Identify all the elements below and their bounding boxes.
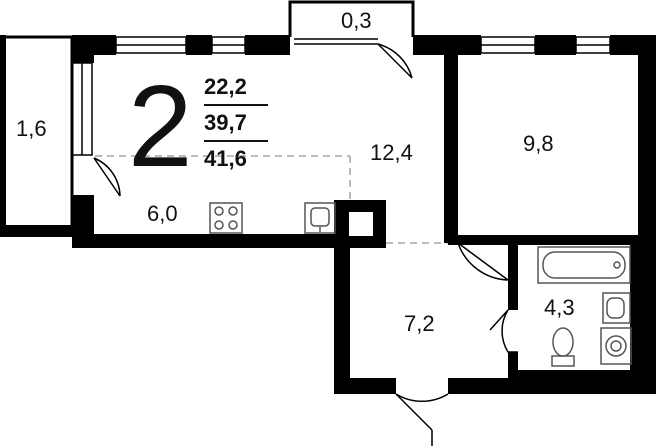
stove-icon [209, 202, 243, 234]
column-core [349, 212, 373, 236]
bathtub-icon [537, 246, 631, 284]
doors [93, 43, 518, 446]
living-area: 22,2 [204, 74, 247, 99]
walls [0, 35, 656, 394]
total-area-with-balcony: 41,6 [204, 146, 247, 171]
washbasin-icon [602, 292, 631, 324]
small-balcony [288, 0, 415, 37]
rooms-count: 2 [128, 61, 193, 191]
area-divider [204, 104, 268, 106]
zone-dividers [95, 155, 448, 244]
room-label-balcony: 1,6 [16, 116, 47, 141]
windows [71, 36, 611, 156]
room-label-hallway: 7,2 [404, 311, 435, 336]
room-label-living-room: 12,4 [370, 140, 413, 165]
washing-machine-icon [600, 327, 632, 365]
sink-icon [304, 202, 336, 234]
total-area: 39,7 [204, 110, 247, 135]
balcony-left-wall [0, 35, 6, 237]
sliding-door [294, 38, 378, 45]
room-label-bathroom: 4,3 [544, 295, 575, 320]
room-label-kitchen: 6,0 [147, 201, 178, 226]
room-label-small-balcony: 0,3 [341, 8, 372, 33]
area-divider-2 [204, 140, 268, 142]
room-label-bedroom: 9,8 [523, 131, 554, 156]
toilet-icon [551, 327, 575, 367]
